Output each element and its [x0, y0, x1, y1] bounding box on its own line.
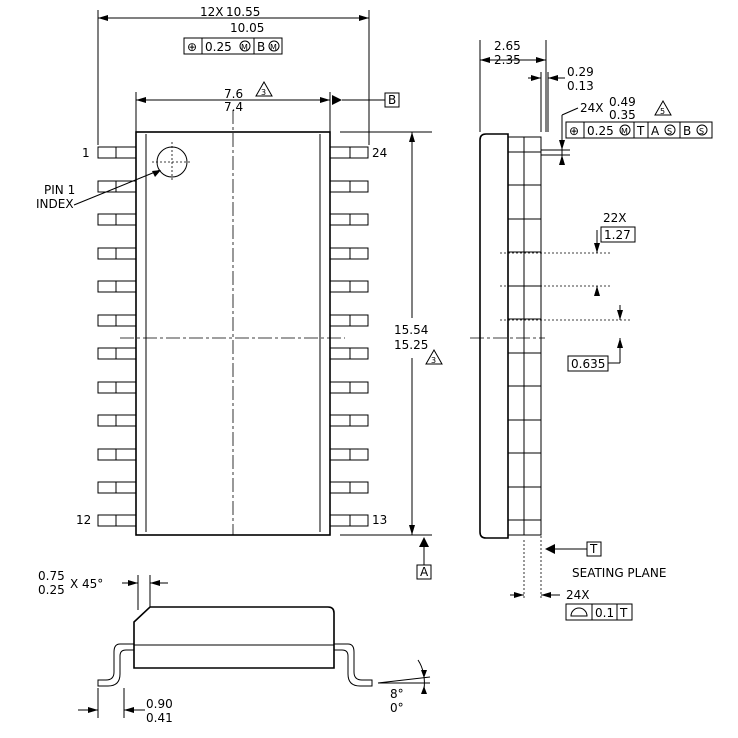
svg-text:M: M	[621, 127, 628, 136]
note-triangle-5: 5	[654, 99, 672, 116]
side-view: 2.65 2.35 0.29 0.13 24X 0.49 0.35 5	[470, 39, 713, 621]
svg-text:3: 3	[431, 356, 436, 365]
top-view: 12X 10.55 10.05 ⊕ 0.25 M B M 7.6 7.4 3	[36, 5, 443, 580]
svg-text:0.635: 0.635	[571, 357, 605, 371]
foot-angle-min: 0°	[390, 701, 404, 715]
svg-text:M: M	[270, 43, 277, 52]
right-leads	[329, 146, 369, 527]
fcf-side-datum-3: B	[683, 124, 691, 138]
lead-width-min: 0.35	[609, 108, 636, 122]
pin-label-1: 1	[82, 146, 90, 160]
body-width-max: 7.6	[224, 87, 243, 101]
note-triangle-3: 3	[255, 80, 273, 97]
svg-text:3: 3	[261, 88, 266, 97]
foot-length-max: 0.90	[146, 697, 173, 711]
fcf-top-tol: 0.25	[205, 40, 232, 54]
fcf-top-symbol: ⊕	[187, 40, 197, 54]
svg-text:1.27: 1.27	[604, 228, 631, 242]
datum-b-box: B	[384, 92, 400, 108]
top-dim-prefix: 12X	[200, 5, 224, 19]
side-leads	[507, 136, 542, 536]
pitch-box: 1.27	[600, 226, 636, 243]
svg-text:M: M	[241, 43, 248, 52]
svg-text:S: S	[699, 127, 704, 136]
standoff-min: 0.13	[567, 79, 594, 93]
standoff-max: 0.29	[567, 65, 594, 79]
datum-a-box: A	[416, 564, 432, 580]
coplanarity-datum: T	[619, 606, 628, 620]
svg-text:A: A	[420, 565, 429, 579]
half-pitch-box: 0.635	[567, 355, 609, 372]
side-height-min: 2.35	[494, 53, 521, 67]
left-leads	[97, 146, 137, 527]
coplanarity-prefix: 24X	[566, 588, 590, 602]
pin1-label-line1: PIN 1	[44, 183, 75, 197]
note-triangle-3b: 3	[425, 348, 443, 365]
svg-text:5: 5	[660, 107, 665, 116]
top-dim-max: 10.55	[226, 5, 260, 19]
side-height-max: 2.65	[494, 39, 521, 53]
chamfer-max: 0.75	[38, 569, 65, 583]
fcf-top-datum: B	[257, 40, 265, 54]
pin1-label-line2: INDEX	[36, 197, 74, 211]
end-view: 0.75 0.25 X 45° 0.90 0.41 8° 0°	[38, 569, 431, 725]
fcf-side-datum-1: T	[636, 124, 645, 138]
svg-text:S: S	[667, 127, 672, 136]
pin-label-12: 12	[76, 513, 91, 527]
length-max: 15.54	[394, 323, 428, 337]
fcf-side: ⊕ 0.25 M T A S B S	[565, 121, 713, 139]
package-body-end	[133, 606, 335, 669]
seating-plane-label: SEATING PLANE	[572, 566, 666, 580]
svg-text:B: B	[388, 93, 396, 107]
coplanarity-tol: 0.1	[595, 606, 614, 620]
coplanarity-fcf: 0.1 T	[565, 603, 633, 621]
fcf-side-datum-2: A	[651, 124, 660, 138]
fcf-side-symbol: ⊕	[569, 124, 579, 138]
pin-label-24: 24	[372, 146, 387, 160]
lead-width-prefix: 24X	[580, 101, 604, 115]
pin-label-13: 13	[372, 513, 387, 527]
chamfer-suffix: X 45°	[70, 577, 103, 591]
chamfer-min: 0.25	[38, 583, 65, 597]
top-dim-min: 10.05	[230, 21, 264, 35]
package-body-side	[479, 133, 509, 539]
fcf-top: ⊕ 0.25 M B M	[183, 37, 283, 55]
length-min: 15.25	[394, 338, 428, 352]
pitch-prefix: 22X	[603, 211, 627, 225]
svg-text:T: T	[589, 542, 598, 556]
datum-t-box: T	[586, 541, 602, 557]
foot-length-min: 0.41	[146, 711, 173, 725]
fcf-side-tol: 0.25	[587, 124, 614, 138]
foot-angle-max: 8°	[390, 687, 404, 701]
body-width-min: 7.4	[224, 100, 243, 114]
lead-width-max: 0.49	[609, 95, 636, 109]
